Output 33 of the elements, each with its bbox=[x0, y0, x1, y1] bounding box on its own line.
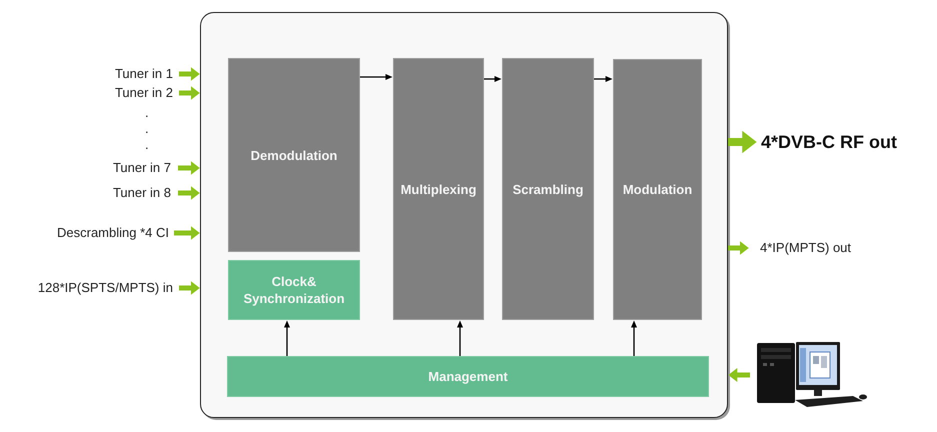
arrow bbox=[484, 76, 502, 82]
arrow bbox=[179, 86, 200, 100]
input-label: Tuner in 7 bbox=[112, 160, 171, 176]
arrow bbox=[178, 186, 200, 200]
input-label: 128*IP(SPTS/MPTS) in bbox=[38, 280, 173, 296]
continuation-dot: . bbox=[145, 137, 149, 153]
device-frame bbox=[200, 12, 728, 418]
arrow bbox=[174, 226, 200, 240]
continuation-dot: . bbox=[145, 105, 149, 121]
arrow bbox=[728, 130, 757, 154]
process-block: Multiplexing bbox=[393, 58, 484, 320]
arrow bbox=[284, 320, 290, 356]
arrow bbox=[728, 368, 750, 382]
process-block: Demodulation bbox=[228, 58, 360, 252]
process-block: Management bbox=[227, 356, 709, 397]
output-label: 4*IP(MPTS) out bbox=[760, 240, 852, 256]
arrow bbox=[594, 76, 612, 82]
arrow bbox=[179, 281, 200, 295]
input-label: Descrambling *4 CI bbox=[57, 225, 169, 241]
arrow bbox=[178, 161, 200, 175]
process-block: Clock& Synchronization bbox=[228, 260, 360, 320]
input-label: Tuner in 1 bbox=[114, 66, 173, 82]
continuation-dot: . bbox=[145, 121, 149, 137]
arrow bbox=[360, 74, 392, 80]
input-label: Tuner in 8 bbox=[112, 185, 171, 201]
arrow bbox=[728, 241, 749, 255]
arrow bbox=[457, 320, 463, 356]
output-label: 4*DVB-C RF out bbox=[761, 131, 897, 153]
process-block: Scrambling bbox=[502, 58, 594, 320]
arrow bbox=[631, 320, 637, 356]
process-block: Modulation bbox=[613, 59, 702, 320]
arrow bbox=[179, 67, 200, 81]
input-label: Tuner in 2 bbox=[114, 85, 173, 101]
